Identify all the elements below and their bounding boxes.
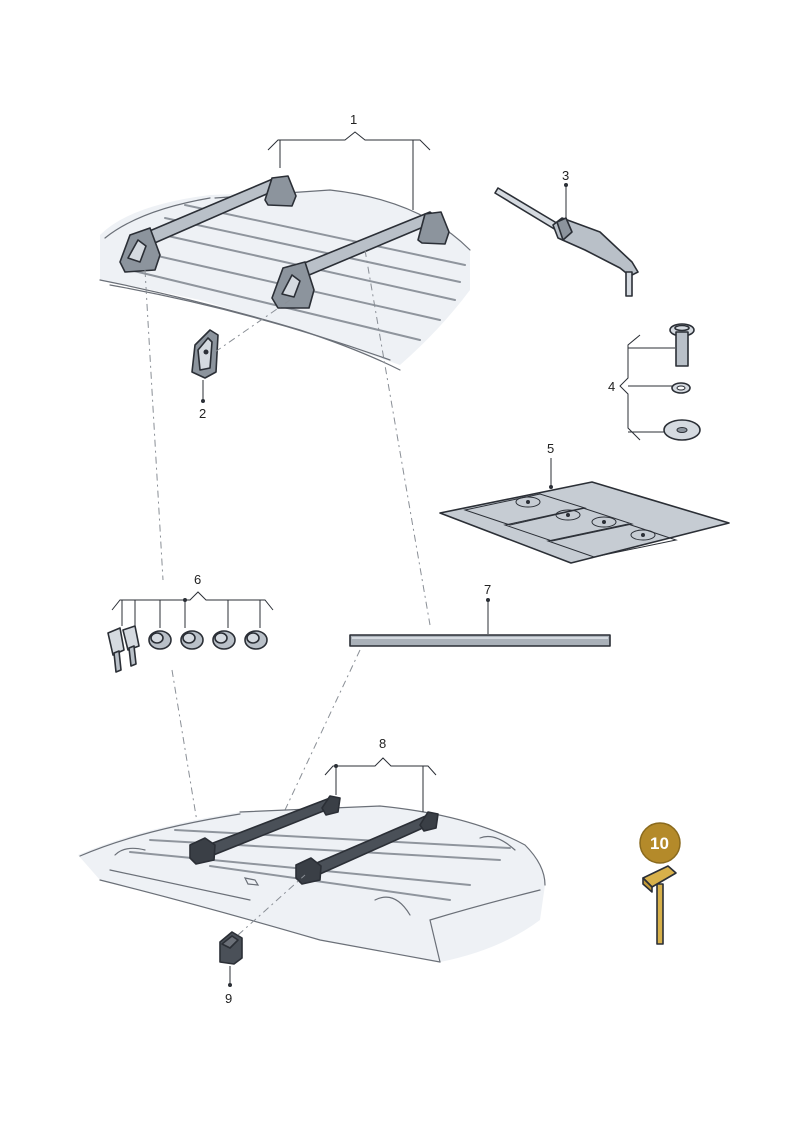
lock-cylinder	[212, 630, 236, 650]
roof-bar-bottom-front	[189, 795, 341, 865]
part-6-label: 6	[194, 572, 201, 587]
part-8-bracket: 8	[324, 736, 437, 812]
part-2-foot-cover: 2	[191, 329, 219, 421]
part-9-end-cap: 9	[219, 931, 243, 1006]
roof-bar-rear	[271, 211, 450, 309]
roof-bar-front	[119, 175, 297, 273]
part-3-rod: 3	[494, 168, 639, 297]
part-1-bracket: 1	[267, 112, 431, 210]
badge-label: 10	[650, 834, 669, 853]
part-8-label: 8	[379, 736, 386, 751]
lock-cylinder	[180, 630, 204, 650]
part-5-label: 5	[547, 441, 554, 456]
lock-cylinder	[244, 630, 268, 650]
part-3-label: 3	[562, 168, 569, 183]
part-7-label: 7	[484, 582, 491, 597]
bottom-car-roof	[78, 805, 546, 963]
part-4-fasteners: 4	[608, 323, 701, 441]
part-7-strip: 7	[349, 582, 611, 647]
key-icon	[107, 625, 140, 673]
part-1-label: 1	[350, 112, 357, 127]
part-5-protective-film: 5	[439, 441, 730, 564]
part-10-accessory: 10	[639, 822, 681, 945]
roof-bar-bottom-rear	[295, 811, 439, 885]
part-9-label: 9	[225, 991, 232, 1006]
part-6-lock-set: 6	[107, 572, 274, 673]
part-4-label: 4	[608, 379, 615, 394]
lock-cylinder	[148, 630, 172, 650]
accessory-badge	[639, 822, 681, 864]
part-2-label: 2	[199, 406, 206, 421]
